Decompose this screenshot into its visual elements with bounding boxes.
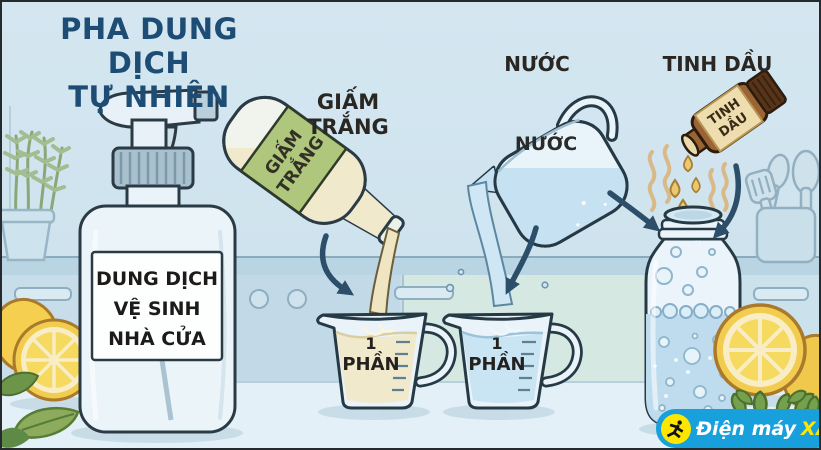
spray-bottle: [78, 88, 237, 434]
vinegar-label: [239, 104, 349, 216]
dip-tube: [159, 359, 174, 421]
lemon-half: [713, 303, 807, 397]
plant-pot: [0, 220, 52, 262]
vinegar-stream: [368, 226, 401, 317]
spray-label-line1: DUNG DỊCH: [96, 268, 218, 290]
spray-collar: [111, 146, 195, 190]
title-line1: PHA DUNG DỊCH: [60, 12, 238, 80]
caption-vinegar-line1: GIẤM: [316, 90, 380, 114]
measuring-cup-vinegar: [316, 312, 457, 410]
aroma-squiggles: [647, 144, 729, 218]
utensil-holder: [744, 149, 821, 264]
cabinet-knob: [287, 289, 307, 309]
title-line2: TỰ NHIÊN: [68, 80, 230, 114]
measuring-cup-water: [442, 312, 583, 410]
air-bubbles: [655, 231, 716, 296]
caption-vinegar-line2: TRẮNG: [307, 115, 389, 139]
spray-bottle-label-text: DUNG DỊCH VỆ SINH NHÀ CỬA: [94, 264, 220, 354]
arrow-oil-to-jar-icon: [712, 163, 742, 239]
arrow-vinegar-to-cup-icon: [319, 233, 355, 296]
arrow-pitcher-to-jar-icon: [607, 190, 661, 232]
spray-label-line2: VỆ SINH: [113, 298, 201, 320]
water-splash: [445, 268, 549, 293]
cup-liquid-vinegar: [336, 332, 417, 403]
caption-vinegar: GIẤM TRẮNG: [288, 90, 408, 140]
essential-oil-bottle: TINH DẦU: [680, 69, 787, 157]
cup-vinegar-amount: 1: [365, 334, 377, 353]
arrow-water-to-cup-icon: [505, 225, 539, 295]
lemons-right: [713, 303, 821, 421]
pour-splash: [362, 324, 396, 336]
herb-plant: [0, 130, 71, 262]
leaf-icon: [0, 371, 40, 397]
caption-oil: TINH DẦU: [662, 52, 773, 76]
oil-bottle-label: [693, 83, 765, 153]
glass-jar: [644, 205, 742, 427]
leaf-vein: [21, 413, 75, 431]
cup-water-text: 1 PHẦN: [455, 333, 539, 375]
oil-bottle-mouth: [680, 133, 700, 157]
cup-vinegar-text: 1 PHẦN: [329, 333, 413, 375]
cup-water-amount: 1: [491, 334, 503, 353]
spray-nozzle: [193, 90, 219, 122]
cup-water-unit: PHẦN: [468, 354, 526, 375]
brand-watermark: Điện máy XANH: [656, 409, 821, 448]
spray-label-line3: NHÀ CỬA: [108, 328, 206, 350]
drawer-handle: [394, 286, 454, 300]
jar-thread: [657, 227, 729, 241]
cup-vinegar-unit: PHẦN: [342, 354, 400, 375]
holder-jar: [755, 206, 817, 264]
drawer-handle: [753, 287, 809, 301]
brand-name-bold: XANH: [801, 417, 821, 440]
spray-bottle-label: [90, 250, 224, 362]
water-stream: [466, 180, 514, 308]
page-title: PHA DUNG DỊCH TỰ NHIÊN: [20, 12, 278, 114]
cabinet-knob: [249, 289, 269, 309]
drawer-handle: [14, 287, 72, 301]
leaf-icon: [0, 427, 30, 448]
pour-splash: [488, 324, 522, 336]
cup-liquid-water: [462, 332, 543, 403]
brand-name-regular: Điện máy: [696, 417, 797, 440]
running-man-icon: [666, 419, 684, 438]
brand-badge: [661, 413, 691, 444]
wall-seam: [9, 106, 11, 258]
spoon-icon: [791, 149, 821, 195]
caption-water: NƯỚC: [504, 52, 570, 76]
pitcher-label-text: NƯỚC: [515, 131, 577, 155]
lemons-left: [0, 297, 96, 448]
